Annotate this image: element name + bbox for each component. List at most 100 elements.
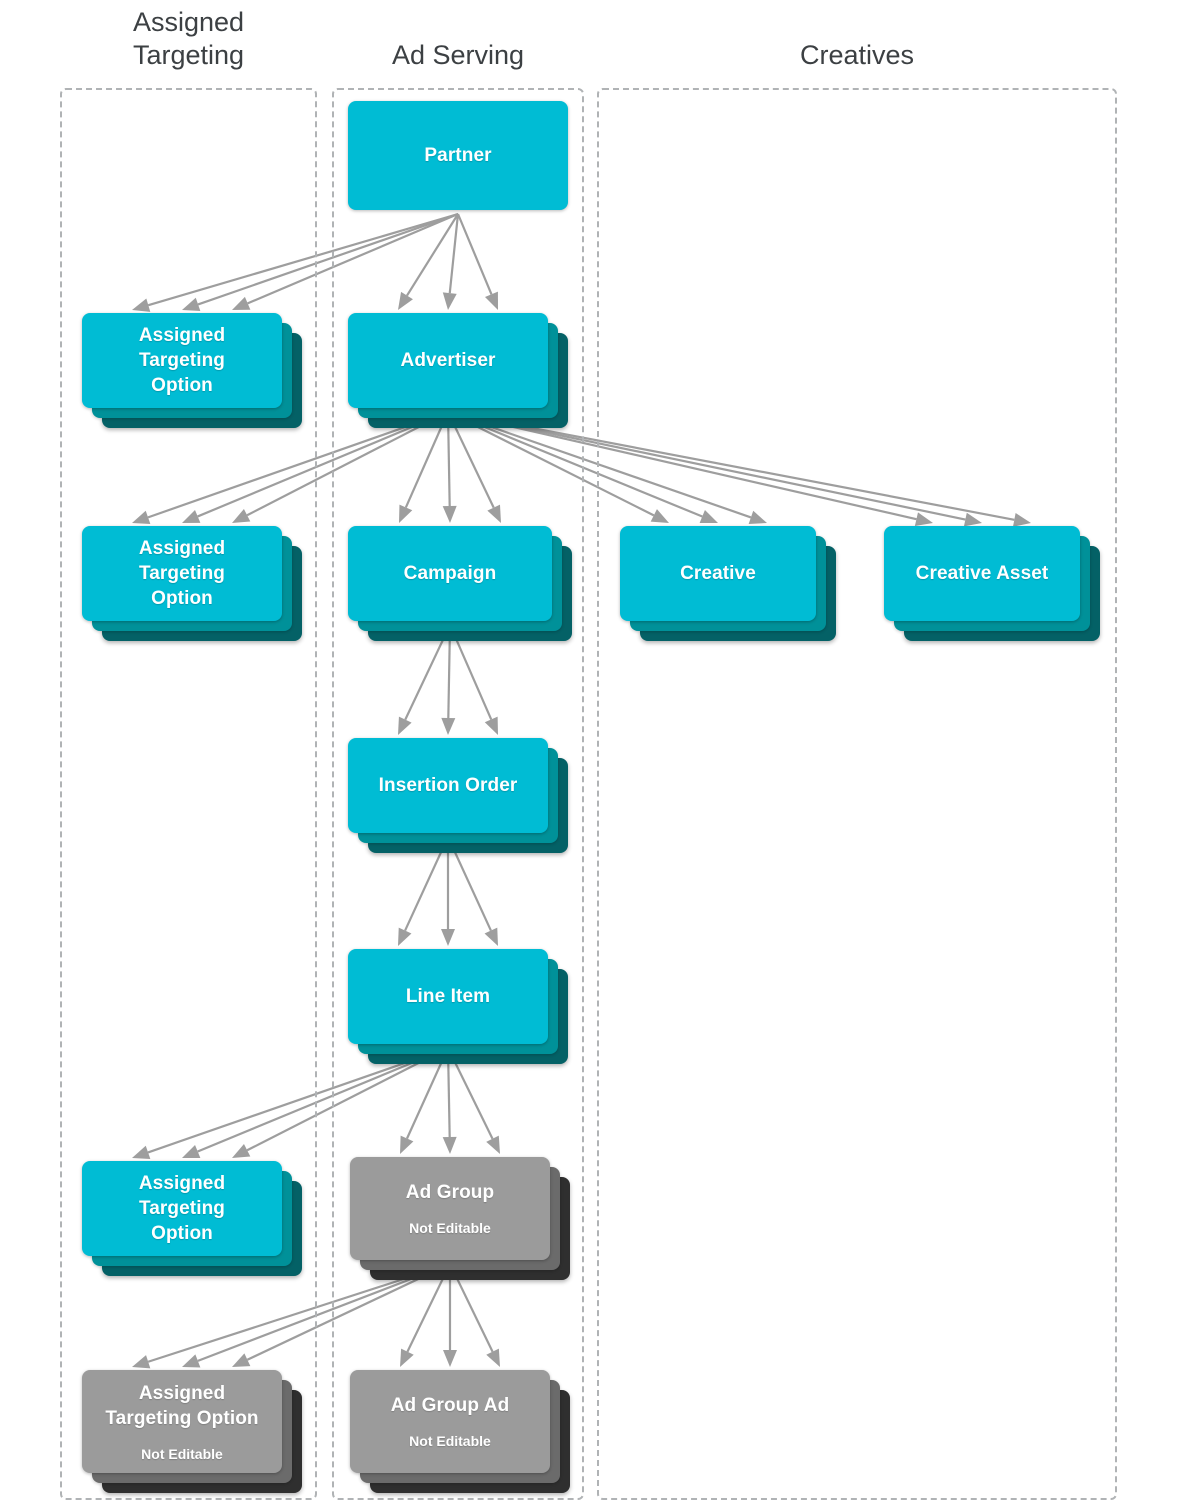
node-creative[interactable]: Creative bbox=[620, 526, 838, 643]
edge-arrowhead-icon bbox=[232, 509, 251, 523]
node-label-ad-group: Ad Group bbox=[405, 1182, 495, 1203]
edge-arrowhead-icon bbox=[1012, 512, 1031, 527]
node-card-insertion-order[interactable]: Insertion Order bbox=[348, 738, 548, 833]
edge-line bbox=[456, 213, 493, 295]
node-card-creative[interactable]: Creative bbox=[620, 526, 816, 621]
edge-advertiser-to-creative bbox=[447, 410, 767, 525]
edge-line bbox=[147, 1046, 449, 1154]
edge-partner-to-assigned-targeting-option bbox=[132, 212, 459, 312]
edge-arrowhead-icon bbox=[485, 291, 498, 310]
node-card-campaign[interactable]: Campaign bbox=[348, 526, 552, 621]
lane-creatives bbox=[597, 88, 1117, 1500]
edge-arrowhead-icon bbox=[232, 1353, 251, 1367]
node-campaign[interactable]: Campaign bbox=[348, 526, 574, 643]
edge-arrowhead-icon bbox=[232, 296, 251, 310]
edge-line-item-to-assigned-targeting-option bbox=[132, 1046, 449, 1160]
edge-arrowhead-icon bbox=[398, 716, 412, 735]
edge-arrowhead-icon bbox=[486, 1348, 500, 1367]
edge-arrowhead-icon bbox=[398, 927, 412, 946]
edge-arrowhead-icon bbox=[132, 510, 151, 524]
lane-ad-serving bbox=[332, 88, 584, 1500]
node-label-creative: Creative bbox=[680, 563, 756, 584]
edge-arrowhead-icon bbox=[699, 510, 718, 524]
edge-arrowhead-icon bbox=[132, 298, 151, 312]
edge-line bbox=[247, 212, 459, 305]
node-card-line-item[interactable]: Line Item bbox=[348, 949, 548, 1044]
node-label-assigned-targeting-option-adgroup: Assigned Targeting Option bbox=[105, 1382, 259, 1429]
column-title-creatives: Creatives bbox=[799, 40, 915, 70]
edge-arrowhead-icon bbox=[182, 1354, 201, 1368]
edge-arrowhead-icon bbox=[443, 1350, 457, 1367]
lane-assigned-targeting bbox=[60, 88, 317, 1500]
edge-arrowhead-icon bbox=[400, 1135, 414, 1154]
edge-line bbox=[448, 213, 460, 294]
node-label-creative-asset: Creative Asset bbox=[915, 563, 1049, 584]
edge-line bbox=[447, 410, 966, 521]
node-card-ad-group-ad[interactable]: Ad Group Ad Not Editable bbox=[350, 1370, 550, 1473]
edge-arrowhead-icon bbox=[182, 1145, 201, 1158]
node-card-assigned-targeting-option-lineitem[interactable]: Assigned Targeting Option bbox=[82, 1161, 282, 1256]
node-card-assigned-targeting-option-partner[interactable]: Assigned Targeting Option bbox=[82, 313, 282, 408]
node-sublabel-assigned-targeting-option-adgroup: Not Editable bbox=[141, 1445, 223, 1462]
edge-arrowhead-icon bbox=[963, 512, 982, 527]
node-label-assigned-targeting-option-advertiser: Assigned Targeting Option bbox=[138, 538, 226, 609]
node-card-creative-asset[interactable]: Creative Asset bbox=[884, 526, 1080, 621]
node-label-insertion-order: Insertion Order bbox=[378, 775, 518, 796]
edge-partner-to-advertiser bbox=[398, 213, 498, 310]
edge-arrowhead-icon bbox=[442, 505, 457, 523]
edge-line bbox=[447, 410, 703, 518]
node-label-advertiser: Advertiser bbox=[400, 350, 496, 371]
node-assigned-targeting-option-lineitem[interactable]: Assigned Targeting Option bbox=[82, 1161, 304, 1278]
edge-arrowhead-icon bbox=[650, 509, 669, 523]
edge-line bbox=[406, 213, 459, 297]
edge-arrowhead-icon bbox=[399, 504, 413, 523]
edge-arrowhead-icon bbox=[132, 1145, 151, 1160]
node-creative-asset[interactable]: Creative Asset bbox=[884, 526, 1102, 643]
node-assigned-targeting-option-partner[interactable]: Assigned Targeting Option bbox=[82, 313, 304, 430]
edge-line bbox=[447, 410, 1015, 521]
edge-line bbox=[147, 410, 449, 519]
edge-arrowhead-icon bbox=[441, 929, 455, 946]
edge-arrowhead-icon bbox=[486, 1135, 500, 1154]
node-advertiser[interactable]: Advertiser bbox=[348, 313, 570, 430]
edge-arrowhead-icon bbox=[442, 292, 457, 310]
edge-line bbox=[197, 410, 449, 518]
edge-arrowhead-icon bbox=[484, 716, 498, 735]
edge-line bbox=[147, 1262, 451, 1363]
edge-arrowhead-icon bbox=[398, 291, 413, 310]
node-card-advertiser[interactable]: Advertiser bbox=[348, 313, 548, 408]
edge-arrowhead-icon bbox=[914, 512, 933, 527]
node-assigned-targeting-option-advertiser[interactable]: Assigned Targeting Option bbox=[82, 526, 304, 643]
edge-arrowhead-icon bbox=[182, 509, 201, 523]
edge-line bbox=[447, 410, 917, 521]
node-insertion-order[interactable]: Insertion Order bbox=[348, 738, 570, 855]
edge-line bbox=[447, 411, 655, 517]
edge-line bbox=[447, 410, 752, 519]
edge-advertiser-to-assigned-targeting-option bbox=[132, 410, 449, 524]
node-label-line-item: Line Item bbox=[405, 986, 491, 1007]
node-partner[interactable]: Partner bbox=[348, 101, 590, 232]
edge-arrowhead-icon bbox=[484, 927, 498, 946]
edge-arrowhead-icon bbox=[232, 1144, 251, 1158]
edge-advertiser-to-creative-asset bbox=[447, 410, 1031, 527]
node-label-ad-group-ad: Ad Group Ad bbox=[390, 1395, 510, 1416]
edge-arrowhead-icon bbox=[182, 297, 201, 312]
edge-arrowhead-icon bbox=[487, 504, 501, 523]
edge-arrowhead-icon bbox=[442, 1136, 457, 1154]
node-ad-group-ad[interactable]: Ad Group Ad Not Editable bbox=[350, 1370, 572, 1495]
node-sublabel-ad-group-ad: Not Editable bbox=[409, 1433, 491, 1449]
edge-arrowhead-icon bbox=[441, 717, 456, 735]
node-label-campaign: Campaign bbox=[403, 563, 497, 584]
node-label-partner: Partner bbox=[424, 145, 492, 166]
node-card-partner[interactable]: Partner bbox=[348, 101, 568, 210]
node-line-item[interactable]: Line Item bbox=[348, 949, 570, 1066]
edge-arrowhead-icon bbox=[400, 1348, 414, 1367]
edge-line bbox=[197, 1262, 451, 1362]
node-card-assigned-targeting-option-advertiser[interactable]: Assigned Targeting Option bbox=[82, 526, 282, 621]
column-title-ad-serving: Ad Serving bbox=[391, 40, 525, 70]
